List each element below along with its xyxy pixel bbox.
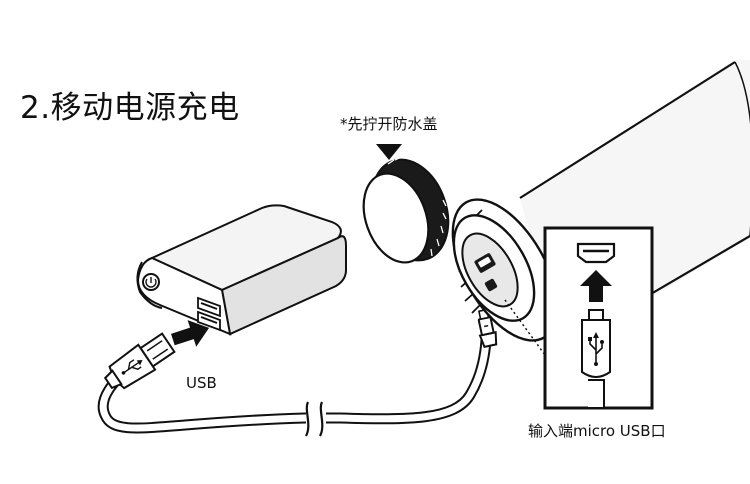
micro-usb-port bbox=[474, 253, 498, 292]
arrow-right-icon bbox=[171, 320, 210, 347]
usb-logo-icon bbox=[121, 359, 143, 375]
callout-leader bbox=[504, 299, 546, 356]
input-port-label: 输入端micro USB口 bbox=[528, 422, 666, 440]
micro-usb-receptacle-icon bbox=[576, 242, 616, 264]
micro-usb-plug bbox=[477, 308, 498, 349]
cap-note-label: *先拧开防水盖 bbox=[340, 115, 438, 133]
usb-label: USB bbox=[186, 374, 217, 392]
waterproof-cap bbox=[362, 154, 450, 264]
arrow-up-icon bbox=[580, 270, 612, 302]
power-bank bbox=[136, 204, 347, 336]
usb-a-plug bbox=[103, 332, 176, 390]
page-title: 2.移动电源充电 bbox=[20, 90, 240, 126]
port-callout-box bbox=[543, 226, 654, 410]
micro-usb-plug-inset bbox=[581, 309, 611, 409]
usb-port-top bbox=[197, 296, 221, 318]
cap-knurling bbox=[387, 154, 447, 257]
usb-port-bottom bbox=[197, 310, 221, 332]
triangle-down-icon bbox=[376, 144, 402, 160]
cable-break-mark bbox=[304, 401, 326, 437]
usb-logo-icon bbox=[588, 332, 604, 366]
